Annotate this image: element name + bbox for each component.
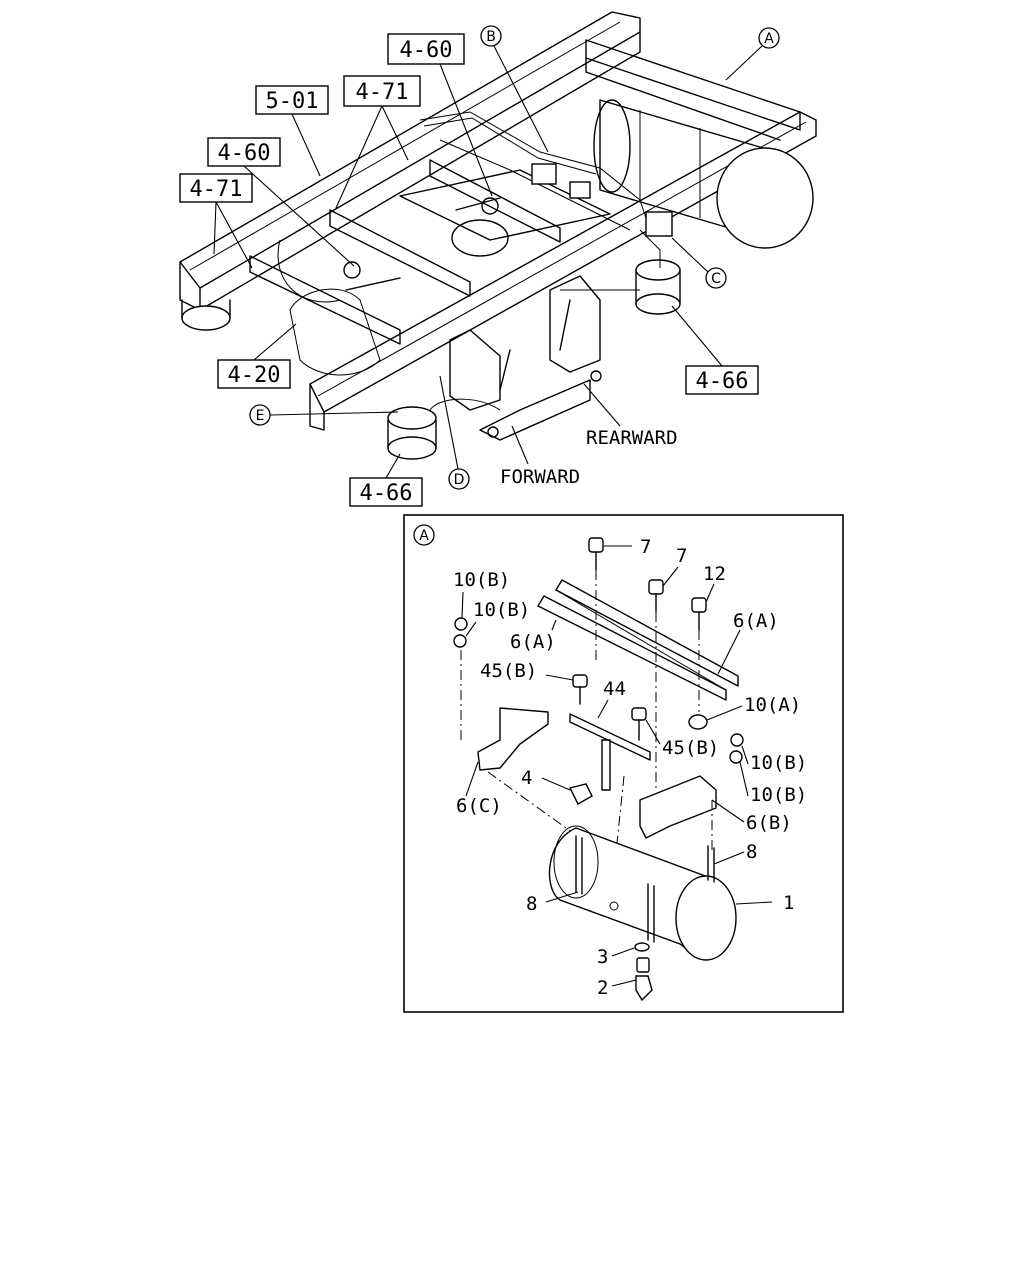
callout-c: C — [705, 267, 727, 289]
ref-box-5-01: 5-01 — [255, 85, 329, 115]
forward-label: FORWARD — [500, 466, 580, 488]
ref-box-4-60-left: 4-60 — [207, 137, 281, 167]
ref-box-4-71-top: 4-71 — [343, 75, 421, 107]
ref-box-4-60-top: 4-60 — [387, 33, 465, 65]
part-45b-lower: 45(B) — [662, 737, 719, 759]
callout-a-detail-text: A — [419, 528, 429, 544]
ref-4-71-top-text: 4-71 — [356, 80, 409, 105]
ref-box-4-71-left: 4-71 — [179, 173, 253, 203]
part-8-right: 8 — [746, 841, 757, 863]
part-10b-4: 10(B) — [750, 784, 807, 806]
ref-box-4-20: 4-20 — [217, 359, 291, 389]
callout-b: B — [480, 25, 502, 47]
callout-a-top: A — [758, 27, 780, 49]
ref-box-4-66-right: 4-66 — [685, 365, 759, 395]
callout-b-text: B — [486, 29, 496, 45]
part-6c: 6(C) — [456, 795, 502, 817]
chassis-frame-drawing — [179, 11, 817, 460]
part-10b-1: 10(B) — [453, 569, 510, 591]
callout-a-top-text: A — [764, 31, 774, 47]
part-7-b: 7 — [676, 545, 687, 567]
ref-4-20-text: 4-20 — [228, 363, 281, 388]
callout-a-detail: A — [413, 524, 435, 546]
part-10a: 10(A) — [744, 694, 801, 716]
callout-c-text: C — [711, 271, 721, 287]
part-2: 2 — [597, 977, 608, 999]
ref-5-01-text: 5-01 — [266, 89, 319, 114]
part-4: 4 — [521, 767, 532, 789]
rearward-label: REARWARD — [586, 427, 678, 449]
part-10b-2: 10(B) — [473, 599, 530, 621]
part-8-left: 8 — [526, 893, 537, 915]
ref-4-60-left-text: 4-60 — [218, 141, 271, 166]
detail-a-drawing — [453, 537, 744, 1002]
part-44: 44 — [603, 678, 626, 700]
callout-d-text: D — [454, 472, 465, 488]
ref-4-66-bottom-text: 4-66 — [360, 481, 413, 506]
callout-e: E — [249, 404, 271, 426]
ref-4-71-left-text: 4-71 — [190, 177, 243, 202]
part-12: 12 — [703, 563, 726, 585]
part-45b-upper: 45(B) — [480, 660, 537, 682]
detail-part-labels: 7 7 12 10(B) 10(B) 6(A) 6(A) 45(B) 44 10… — [453, 536, 807, 999]
part-1: 1 — [783, 892, 794, 914]
callout-d: D — [448, 468, 470, 490]
ref-4-66-right-text: 4-66 — [696, 369, 749, 394]
part-6a-right: 6(A) — [733, 610, 779, 632]
ref-box-4-66-bottom: 4-66 — [349, 477, 423, 507]
part-7-a: 7 — [640, 536, 651, 558]
ref-4-60-top-text: 4-60 — [400, 38, 453, 63]
part-6a-left: 6(A) — [510, 631, 556, 653]
part-3: 3 — [597, 946, 608, 968]
callout-e-text: E — [256, 408, 265, 424]
part-10b-3: 10(B) — [750, 752, 807, 774]
part-6b: 6(B) — [746, 812, 792, 834]
